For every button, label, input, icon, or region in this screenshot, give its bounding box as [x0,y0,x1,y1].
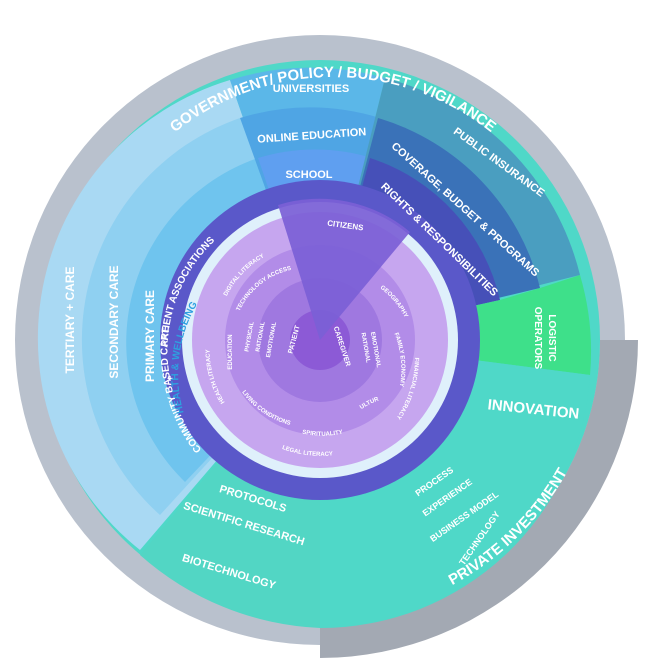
physical-label: PHYSICAL [244,321,255,352]
rational-label: RATIONAL [255,321,266,352]
education-inner-label: EDUCATION [228,334,234,369]
secondary-care-label: SECONDARY CARE [107,265,121,378]
citizens-wedge [278,198,410,340]
spirituality-label: SPIRITUALITY [302,430,344,438]
private-investment-band [320,340,638,658]
primary-care-label: PRIMARY CARE [143,290,157,382]
logistic-label-2: OPERATORS [532,307,543,370]
school-label: SCHOOL [285,169,332,181]
tertiary-care-label: TERTIARY + CARE [63,266,77,373]
universities-label: UNIVERSITIES [273,83,349,95]
rational-right-label: RATIONAL [359,332,370,363]
plus-sign: + [167,374,173,385]
logistic-label-1: LOGISTIC [546,314,557,361]
